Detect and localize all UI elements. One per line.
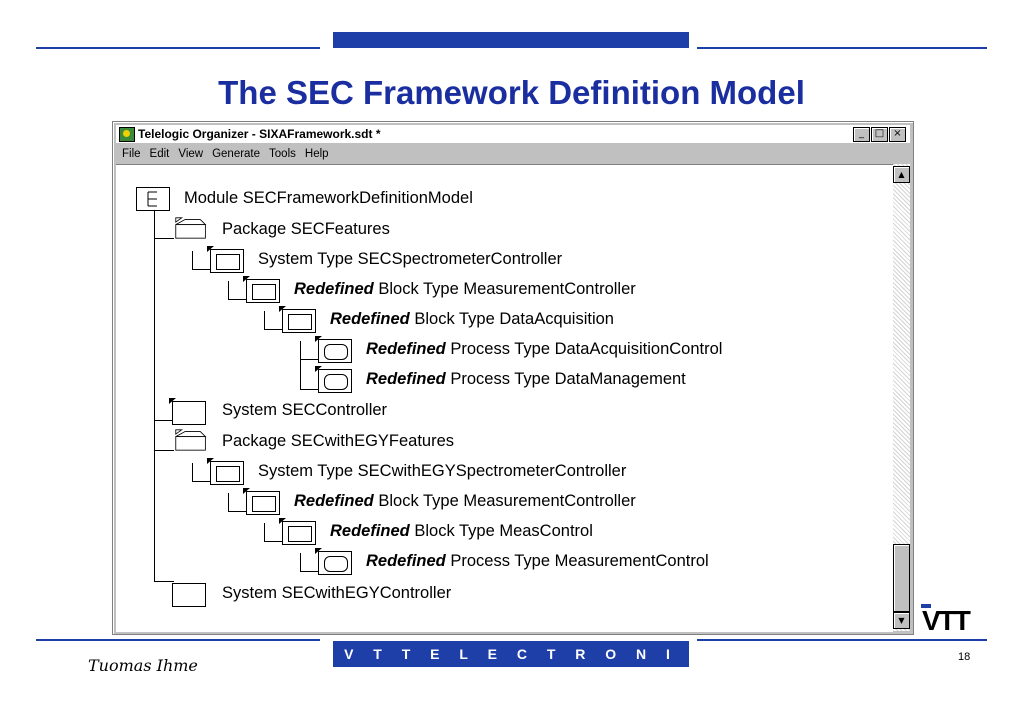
author-signature: Tuomas Ihme	[88, 656, 198, 675]
top-accent-bar	[333, 32, 689, 48]
block-type-icon[interactable]	[243, 488, 280, 515]
tree-connector	[228, 511, 246, 512]
top-rule-left	[36, 47, 320, 49]
tree-node-label[interactable]: Module SECFrameworkDefinitionModel	[184, 189, 473, 207]
tree-connector	[192, 463, 193, 481]
tree-connector	[300, 389, 318, 390]
window-title: Telelogic Organizer - SIXAFramework.sdt …	[138, 127, 381, 141]
tree-node-label[interactable]: System SECwithEGYController	[222, 584, 452, 602]
menu-tools[interactable]: Tools	[269, 147, 296, 160]
tree-node-label[interactable]: Package SECFeatures	[222, 220, 390, 238]
tree-connector	[228, 299, 246, 300]
window-titlebar[interactable]: Telelogic Organizer - SIXAFramework.sdt …	[116, 125, 910, 143]
organizer-window: Telelogic Organizer - SIXAFramework.sdt …	[112, 121, 914, 635]
window-controls: _ □ ×	[852, 127, 906, 142]
menu-view[interactable]: View	[178, 147, 204, 160]
tree-connector	[192, 269, 210, 270]
organizer-app-icon[interactable]	[119, 127, 135, 142]
process-type-icon[interactable]	[315, 366, 352, 393]
flag-icon	[315, 336, 322, 342]
tree-node-label[interactable]: Redefined Block Type MeasControl	[330, 522, 593, 540]
system-type-icon[interactable]	[207, 246, 244, 273]
tree-connector	[300, 341, 301, 389]
tree-connector	[154, 238, 174, 239]
flag-icon	[243, 276, 250, 282]
scroll-thumb[interactable]	[893, 544, 910, 612]
menu-file[interactable]: File	[122, 147, 141, 160]
scroll-down-button[interactable]: ▼	[893, 612, 910, 629]
tree-connector	[300, 553, 301, 571]
block-type-icon[interactable]	[279, 518, 316, 545]
flag-icon	[169, 398, 176, 404]
vtt-logo-text: VTT	[922, 605, 971, 634]
tree-node-label[interactable]: Redefined Block Type DataAcquisition	[330, 310, 614, 328]
tree-connector	[264, 311, 265, 329]
maximize-button[interactable]: □	[871, 127, 888, 142]
tree-connector	[154, 420, 174, 421]
tree-connector	[300, 359, 318, 360]
menu-generate[interactable]: Generate	[212, 147, 261, 160]
flag-icon	[207, 458, 214, 464]
block-type-icon[interactable]	[279, 306, 316, 333]
tree-view[interactable]: Module SECFrameworkDefinitionModel Packa…	[116, 164, 893, 632]
vertical-scrollbar[interactable]: ▲ ▼	[893, 164, 910, 631]
package-icon[interactable]	[172, 217, 210, 239]
slide-title: The SEC Framework Definition Model	[218, 74, 805, 111]
flag-icon	[315, 548, 322, 554]
tree-connector	[192, 251, 193, 269]
tree-connector	[154, 450, 174, 451]
bottom-rule-right	[697, 639, 987, 641]
tree-node-label[interactable]: Redefined Process Type DataAcquisitionCo…	[366, 340, 723, 358]
block-type-icon[interactable]	[243, 276, 280, 303]
tree-connector	[264, 523, 265, 541]
tree-node-label[interactable]: Redefined Block Type MeasurementControll…	[294, 492, 636, 510]
flag-icon	[243, 488, 250, 494]
system-icon[interactable]	[169, 398, 206, 425]
tree-node-label[interactable]: Redefined Block Type MeasurementControll…	[294, 280, 636, 298]
tree-node-label[interactable]: Redefined Process Type DataManagement	[366, 370, 686, 388]
tree-node-label[interactable]: System Type SECwithEGYSpectrometerContro…	[258, 462, 627, 480]
flag-icon	[279, 518, 286, 524]
tree-node-label[interactable]: System SECController	[222, 401, 388, 419]
tree-node-label[interactable]: Redefined Process Type MeasurementContro…	[366, 552, 709, 570]
system-icon[interactable]	[172, 583, 206, 607]
package-icon[interactable]	[172, 429, 210, 451]
minimize-button[interactable]: _	[853, 127, 870, 142]
top-rule-right	[697, 47, 987, 49]
menu-bar: File Edit View Generate Tools Help	[116, 144, 910, 163]
footer-bar: V T T E L E C T R O N I C S	[333, 641, 689, 688]
close-button[interactable]: ×	[889, 127, 906, 142]
tree-connector	[192, 481, 210, 482]
menu-edit[interactable]: Edit	[149, 147, 170, 160]
module-icon[interactable]	[136, 187, 170, 211]
flag-icon	[315, 366, 322, 372]
system-type-icon[interactable]	[207, 458, 244, 485]
scroll-up-button[interactable]: ▲	[893, 166, 910, 183]
tree-connector	[228, 281, 229, 299]
tree-connector	[154, 201, 155, 581]
menu-help[interactable]: Help	[304, 147, 329, 160]
tree-connector	[264, 541, 282, 542]
tree-connector	[228, 493, 229, 511]
tree-connector	[154, 581, 174, 582]
process-type-icon[interactable]	[315, 336, 352, 363]
vtt-logo: VTT	[918, 600, 982, 636]
flag-icon	[207, 246, 214, 252]
tree-node-label[interactable]: System Type SECSpectrometerController	[258, 250, 563, 268]
tree-node-label[interactable]: Package SECwithEGYFeatures	[222, 432, 455, 450]
bottom-rule-left	[36, 639, 320, 641]
tree-connector	[264, 329, 282, 330]
page-number: 18	[958, 651, 971, 663]
tree-connector	[300, 571, 318, 572]
process-type-icon[interactable]	[315, 548, 352, 575]
flag-icon	[279, 306, 286, 312]
